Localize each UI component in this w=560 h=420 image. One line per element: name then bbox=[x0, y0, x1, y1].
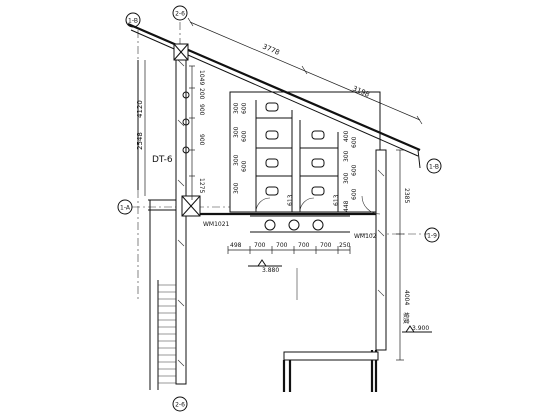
svg-text:200: 200 bbox=[198, 88, 205, 100]
svg-text:250: 250 bbox=[339, 242, 351, 249]
door-label-left: WM1021 bbox=[203, 221, 230, 228]
svg-text:300: 300 bbox=[343, 150, 350, 162]
stair-shaft bbox=[137, 60, 176, 390]
svg-text:3.880: 3.880 bbox=[262, 267, 279, 274]
toilet-block bbox=[200, 91, 381, 216]
svg-text:1049: 1049 bbox=[198, 70, 205, 85]
svg-text:1-9: 1-9 bbox=[427, 233, 437, 240]
svg-text:613: 613 bbox=[287, 194, 294, 206]
grid-bubble-left: 1-A bbox=[117, 199, 133, 215]
svg-text:2-6: 2-6 bbox=[175, 402, 185, 409]
svg-text:600: 600 bbox=[351, 188, 358, 200]
svg-text:2-6: 2-6 bbox=[175, 11, 185, 18]
bottom-wall bbox=[282, 351, 379, 392]
svg-text:600: 600 bbox=[241, 130, 248, 142]
grid-bubble-bottom: 2-6 bbox=[172, 396, 188, 412]
svg-text:坡度: 坡度 bbox=[402, 312, 410, 324]
stall-dimensions-right: 400 600 300 600 300 600 448 613 613 bbox=[287, 130, 358, 212]
column-block bbox=[181, 195, 201, 217]
svg-text:1275: 1275 bbox=[198, 178, 205, 193]
sink-row bbox=[250, 215, 350, 233]
left-exterior-wall bbox=[173, 43, 189, 385]
grid-bubble-top-right: 1-B bbox=[426, 158, 442, 174]
svg-text:700: 700 bbox=[276, 242, 288, 249]
dt-label: DT-6 bbox=[152, 155, 173, 165]
svg-text:400: 400 bbox=[343, 130, 350, 142]
sink-dimensions: 498 700 700 700 700 250 bbox=[227, 242, 351, 254]
svg-text:3.900: 3.900 bbox=[412, 325, 429, 332]
svg-text:300: 300 bbox=[233, 182, 240, 194]
svg-text:700: 700 bbox=[298, 242, 310, 249]
top-dimensions: 3778 3198 bbox=[187, 17, 423, 125]
stall-dimensions-left: 300 600 300 600 300 600 300 bbox=[233, 102, 248, 194]
svg-text:300: 300 bbox=[343, 172, 350, 184]
svg-text:4004: 4004 bbox=[403, 290, 410, 305]
svg-text:4120: 4120 bbox=[136, 100, 144, 118]
door-label-right: WM1021 bbox=[354, 233, 381, 240]
svg-text:600: 600 bbox=[241, 160, 248, 172]
elevation-mark-right: 3.900 坡度 bbox=[402, 312, 432, 333]
svg-text:300: 300 bbox=[233, 102, 240, 114]
svg-text:1-A: 1-A bbox=[120, 205, 131, 212]
svg-text:498: 498 bbox=[230, 242, 242, 249]
right-dimensions: 2385 4004 bbox=[396, 149, 410, 361]
left-dimensions: 2548 4120 1049 200 900 900 1275 bbox=[136, 60, 205, 200]
svg-text:900: 900 bbox=[198, 104, 205, 116]
svg-text:3778: 3778 bbox=[261, 42, 281, 56]
grid-bubble-right: 1-9 bbox=[424, 227, 440, 243]
svg-text:900: 900 bbox=[198, 134, 205, 146]
elevation-mark-middle: 3.880 bbox=[248, 259, 282, 274]
svg-text:600: 600 bbox=[241, 102, 248, 114]
svg-text:1-B: 1-B bbox=[429, 164, 439, 171]
svg-text:300: 300 bbox=[233, 154, 240, 166]
svg-text:700: 700 bbox=[254, 242, 266, 249]
svg-text:2385: 2385 bbox=[403, 188, 410, 203]
svg-text:1-B: 1-B bbox=[128, 18, 138, 25]
svg-text:2548: 2548 bbox=[136, 132, 144, 150]
svg-text:300: 300 bbox=[233, 126, 240, 138]
svg-text:613: 613 bbox=[333, 194, 340, 206]
svg-text:600: 600 bbox=[351, 136, 358, 148]
svg-text:700: 700 bbox=[320, 242, 332, 249]
wall-openings bbox=[182, 91, 190, 154]
grid-bubble-top-mid: 2-6 bbox=[172, 5, 188, 21]
svg-text:448: 448 bbox=[343, 200, 350, 212]
svg-text:600: 600 bbox=[351, 164, 358, 176]
